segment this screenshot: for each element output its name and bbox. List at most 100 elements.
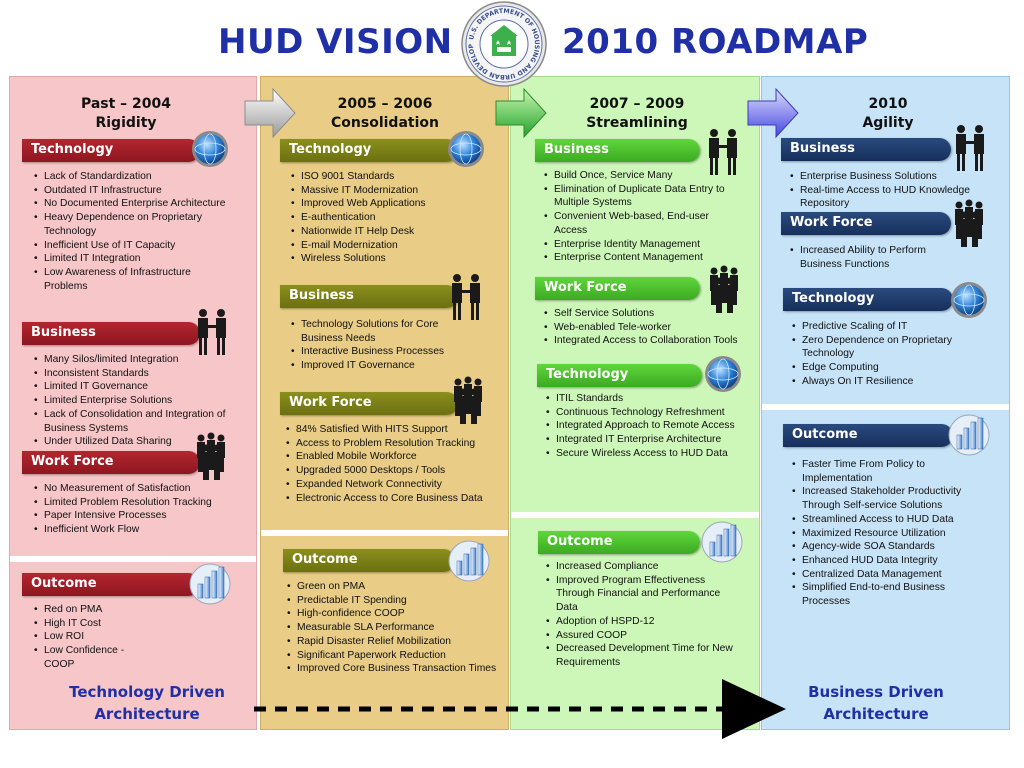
list-item: Limited IT Integration [33, 252, 233, 266]
list-item: Inefficient Use of IT Capacity [33, 239, 233, 253]
list-item: Improved Web Applications [290, 197, 500, 211]
list-item: No Measurement of Satisfaction [33, 482, 233, 496]
technology-driven-label: Technology Driven Architecture [69, 683, 225, 723]
handshake-icon [198, 309, 226, 355]
list-item: Increased Ability to Perform Business Fu… [789, 244, 964, 271]
list-item: Limited IT Governance [33, 380, 233, 394]
section-header-outcome: Outcome [783, 424, 953, 447]
globe-icon [192, 131, 228, 167]
globe-icon [951, 282, 987, 318]
section-header-technology: Technology [783, 288, 953, 311]
list-item: Under Utilized Data Sharing [33, 435, 233, 449]
section-header-workforce: Work Force [535, 277, 700, 300]
list-item: Access to Problem Resolution Tracking [285, 437, 500, 451]
section-header-technology: Technology [537, 364, 702, 387]
list-item: Integrated Approach to Remote Access [545, 419, 735, 433]
section-header-outcome: Outcome [283, 549, 455, 572]
period-theme: Rigidity [95, 115, 157, 131]
list-item: Limited Enterprise Solutions [33, 394, 233, 408]
period-label: Past – 2004 [80, 96, 172, 112]
list-item: Improved IT Governance [290, 359, 470, 373]
period-heading: 2005 – 2006 Consolidation [315, 95, 455, 133]
list-item: Web-enabled Tele-worker [543, 321, 738, 335]
section-list-business: Build Once, Service Many Elimination of … [543, 169, 738, 265]
list-item: Nationwide IT Help Desk [290, 225, 500, 239]
list-item: ISO 9001 Standards [290, 170, 500, 184]
list-item: Enhanced HUD Data Integrity [791, 554, 991, 568]
section-list-workforce: Self Service Solutions Web-enabled Tele-… [543, 307, 738, 348]
section-header-outcome: Outcome [22, 573, 200, 596]
section-list-workforce: 84% Satisfied With HITS Support Access t… [285, 423, 500, 505]
list-item: Agency-wide SOA Standards [791, 540, 991, 554]
section-list-technology: Lack of Standardization Outdated IT Infr… [33, 170, 233, 293]
hud-seal-logo: U.S. DEPARTMENT OF HOUSING AND URBAN DEV… [461, 1, 547, 87]
section-list-business: Enterprise Business Solutions Real-time … [789, 170, 974, 211]
list-item: Adoption of HSPD-12 [545, 615, 735, 629]
list-item: Simplified End-to-end Business Processes [791, 581, 991, 608]
list-item: No Documented Enterprise Architecture [33, 197, 233, 211]
section-list-outcome: Red on PMA High IT Cost Low ROI Low Conf… [33, 603, 153, 672]
list-item: High IT Cost [33, 617, 153, 631]
section-header-business: Business [280, 285, 458, 308]
list-item: Assured COOP [545, 629, 735, 643]
list-item: Significant Paperwork Reduction [286, 649, 501, 663]
list-item: 84% Satisfied With HITS Support [285, 423, 500, 437]
people-group-icon [454, 376, 482, 424]
list-item: Elimination of Duplicate Data Entry to M… [543, 183, 738, 210]
transition-arrow-icon [495, 87, 547, 139]
list-item: Enabled Mobile Workforce [285, 450, 500, 464]
list-item: Self Service Solutions [543, 307, 738, 321]
divider [261, 530, 508, 536]
business-driven-label: Business Driven Architecture [808, 683, 944, 723]
globe-icon [448, 131, 484, 167]
section-list-workforce: No Measurement of Satisfaction Limited P… [33, 482, 233, 537]
list-item: Paper Intensive Processes [33, 509, 233, 523]
list-item: Heavy Dependence on Proprietary Technolo… [33, 211, 233, 238]
list-item: ITIL Standards [545, 392, 735, 406]
period-theme: Consolidation [331, 115, 439, 131]
list-item: Limited Problem Resolution Tracking [33, 496, 233, 510]
list-item: Interactive Business Processes [290, 345, 470, 359]
period-theme: Streamlining [586, 115, 688, 131]
outcome-chart-icon [189, 563, 231, 605]
section-header-business: Business [535, 139, 700, 162]
list-item: Red on PMA [33, 603, 153, 617]
title-left: HUD VISION [218, 22, 453, 62]
section-list-technology: Predictive Scaling of IT Zero Dependence… [791, 320, 981, 389]
title-right: 2010 ROADMAP [562, 22, 869, 62]
section-header-technology: Technology [280, 139, 458, 162]
period-heading: 2007 – 2009 Streamlining [567, 95, 707, 133]
outcome-chart-icon [948, 414, 990, 456]
list-item: Technology Solutions for Core Business N… [290, 318, 470, 345]
list-item: Measurable SLA Performance [286, 621, 501, 635]
list-item: Improved Program Effectiveness Through F… [545, 574, 735, 615]
list-item: Increased Stakeholder Productivity Throu… [791, 485, 991, 512]
divider [10, 556, 256, 562]
section-header-workforce: Work Force [781, 212, 951, 235]
transition-arrow-icon [244, 87, 296, 139]
period-label: 2005 – 2006 [337, 96, 433, 112]
outcome-chart-icon [448, 540, 490, 582]
transition-arrow-icon [747, 87, 799, 139]
list-item: Build Once, Service Many [543, 169, 738, 183]
section-header-technology: Technology [22, 139, 200, 162]
section-header-workforce: Work Force [22, 451, 200, 474]
period-label: 2010 [868, 96, 908, 112]
section-list-workforce: Increased Ability to Perform Business Fu… [789, 244, 964, 271]
list-item: Electronic Access to Core Business Data [285, 492, 500, 506]
outcome-chart-icon [701, 521, 743, 563]
list-item: Maximized Resource Utilization [791, 527, 991, 541]
handshake-icon [452, 274, 480, 320]
section-header-business: Business [22, 322, 200, 345]
evolution-arrow-icon [254, 679, 786, 739]
list-item: Wireless Solutions [290, 252, 500, 266]
list-item: Lack of Consolidation and Integration of… [33, 408, 233, 435]
list-item: Enterprise Business Solutions [789, 170, 974, 184]
divider [762, 404, 1009, 410]
list-item: Expanded Network Connectivity [285, 478, 500, 492]
period-theme: Agility [862, 115, 914, 131]
list-item: Low ROI [33, 630, 153, 644]
list-item: High-confidence COOP [286, 607, 501, 621]
list-item: Inconsistent Standards [33, 367, 233, 381]
